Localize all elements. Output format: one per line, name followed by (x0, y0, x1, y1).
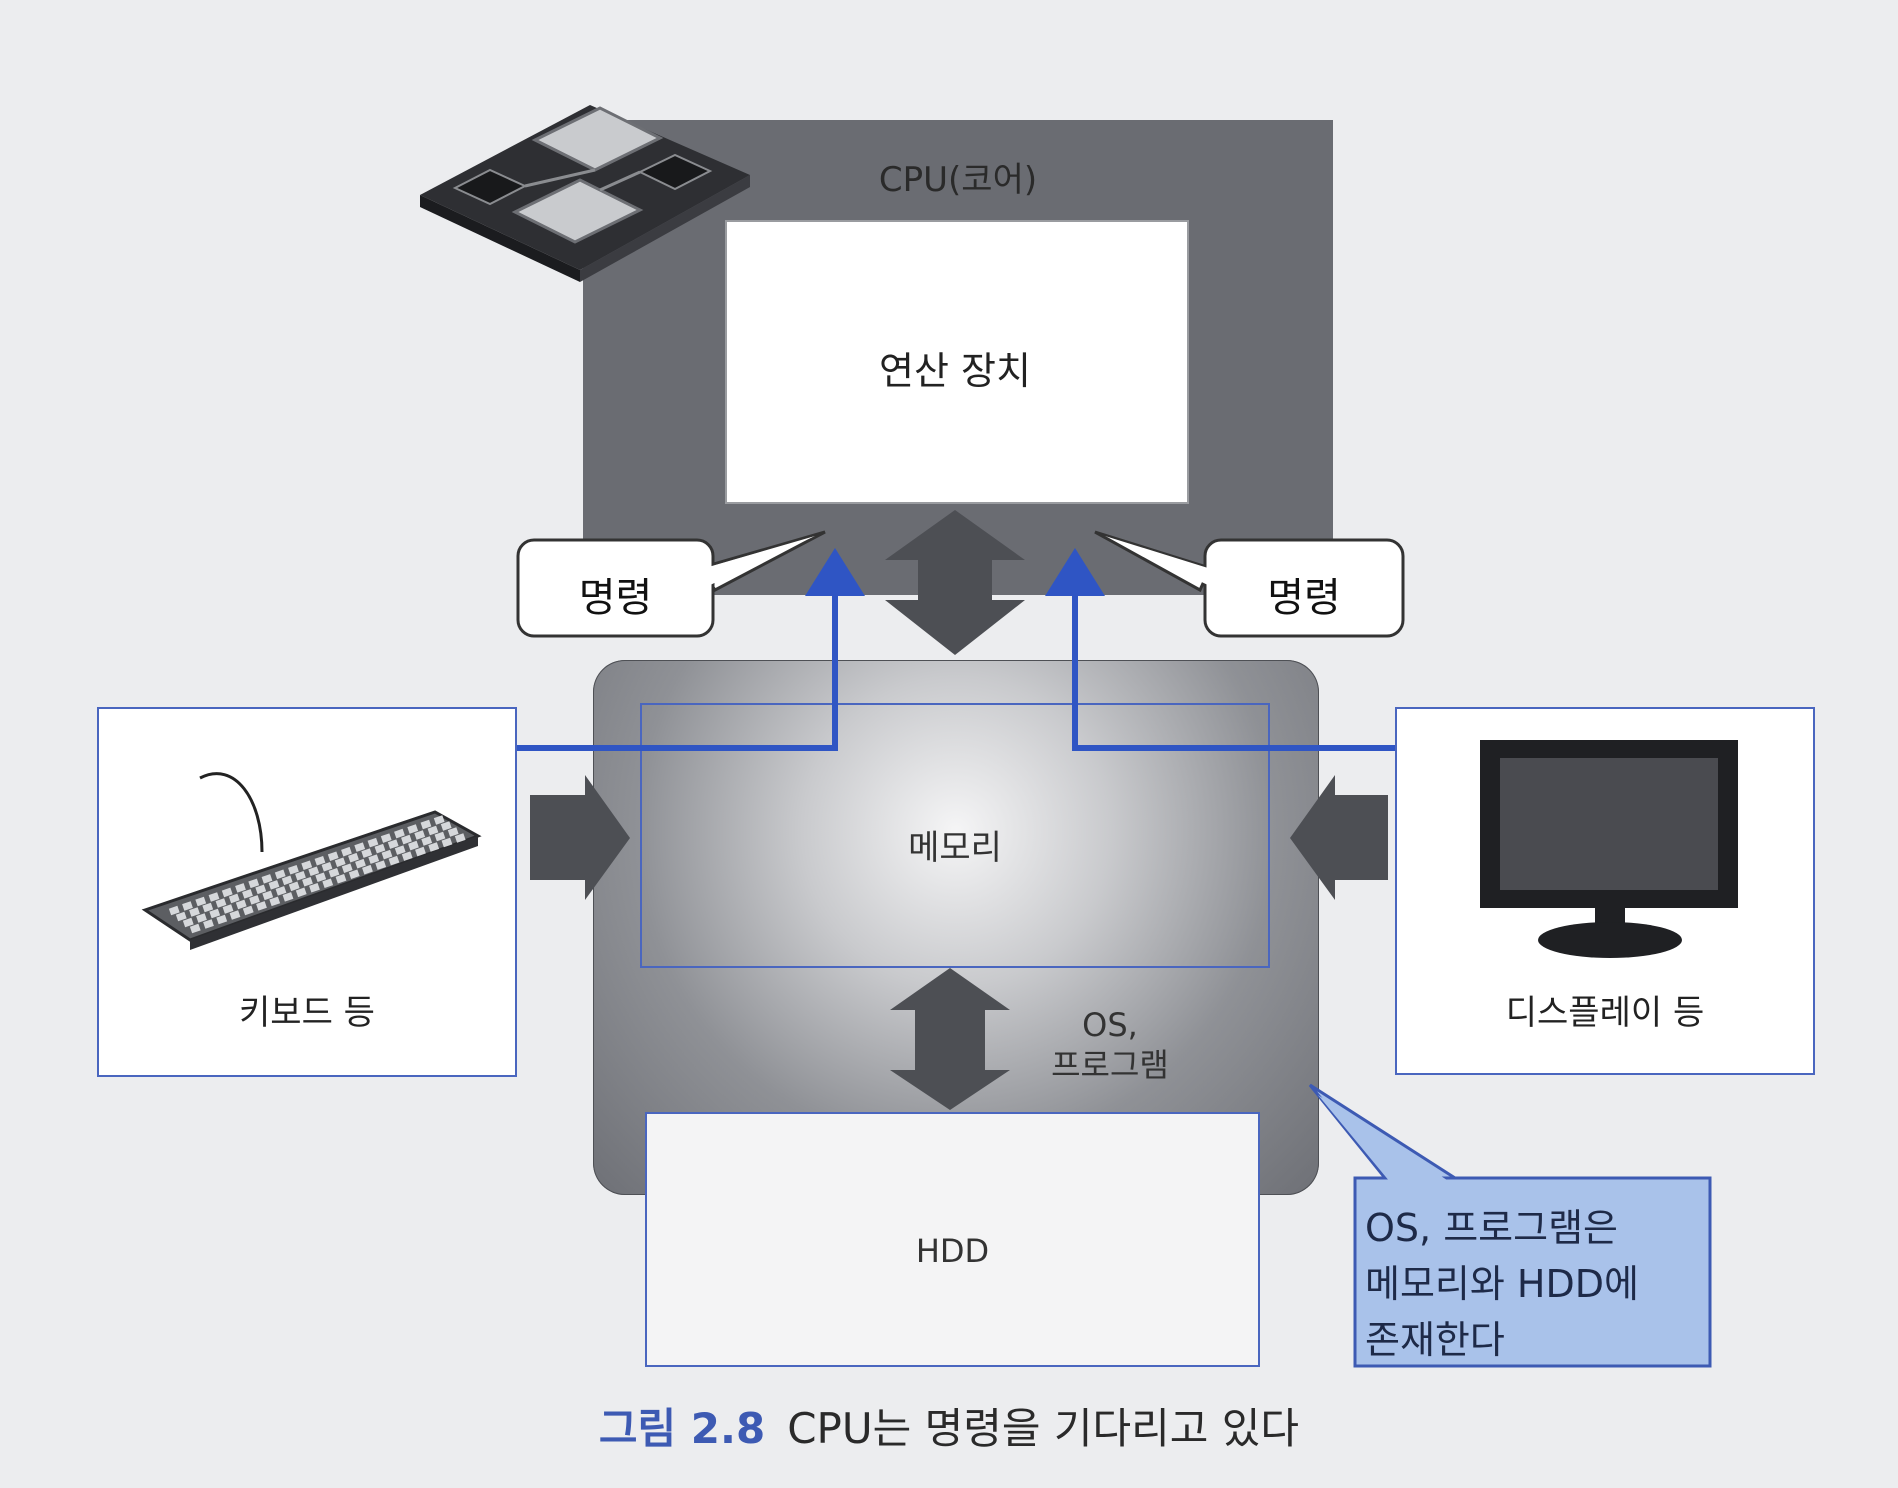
keyboard-label: 키보드 등 (239, 993, 375, 1033)
keyboard-instruction-arrowhead (805, 548, 865, 596)
os-program-label-line2: 프로그램 (1051, 1046, 1169, 1084)
memory-box (640, 703, 1270, 968)
note-line-3: 존재한다 (1365, 1318, 1505, 1362)
figure-caption: 그림 2.8 CPU는 명령을 기다리고 있다 (0, 1395, 1898, 1456)
cpu-title: CPU(코어) (878, 160, 1038, 200)
command-callout-right (1094, 530, 1405, 638)
alu-label: 연산 장치 (879, 349, 1031, 393)
display-to-memory-arrow (1290, 775, 1388, 900)
figure-caption-text: CPU는 명령을 기다리고 있다 (787, 1404, 1300, 1453)
cpu-chip-icon (420, 105, 750, 282)
monitor-icon (1480, 740, 1738, 958)
os-program-label: OS, 프로그램 (1020, 1005, 1200, 1085)
hdd-label: HDD (915, 1232, 990, 1270)
note-line-2: 메모리와 HDD에 (1365, 1262, 1639, 1306)
cpu-memory-double-arrow (885, 510, 1025, 655)
keyboard-icon (141, 772, 482, 950)
memory-label: 메모리 (908, 828, 1002, 868)
display-label: 디스플레이 등 (1505, 993, 1705, 1033)
alu-box (725, 220, 1189, 504)
os-program-label-line1: OS, (1082, 1006, 1138, 1044)
command-label-left: 명령 (578, 575, 653, 621)
display-instruction-arrowhead (1045, 548, 1105, 596)
command-callout-left (516, 530, 826, 638)
command-label-right: 명령 (1267, 575, 1341, 621)
storage-note-callout (1308, 1083, 1712, 1368)
keyboard-instruction-line (517, 590, 838, 751)
hdd-box (645, 1112, 1260, 1367)
keyboard-to-memory-arrow (530, 775, 630, 900)
storage-note-text: OS, 프로그램은 메모리와 HDD에 존재한다 (1365, 1200, 1695, 1368)
figure-number: 그림 2.8 (598, 1404, 766, 1453)
display-instruction-line (1072, 590, 1395, 751)
note-line-1: OS, 프로그램은 (1365, 1206, 1618, 1250)
memory-hdd-double-arrow (890, 968, 1010, 1110)
